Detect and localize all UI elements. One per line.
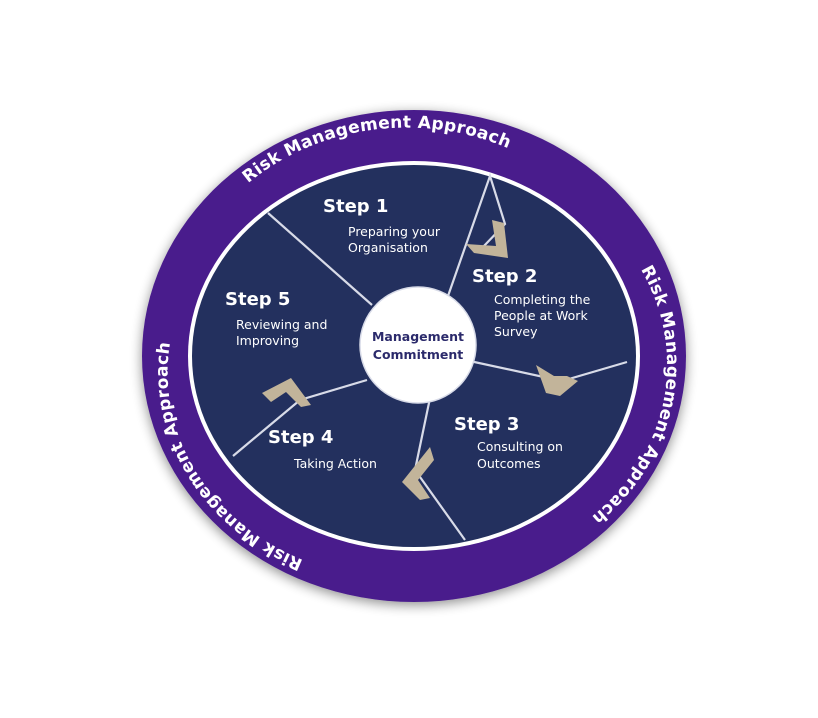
chevron-arrow-icon <box>262 378 311 407</box>
chevron-arrow-icon <box>402 447 434 500</box>
step-2-desc-line3: Survey <box>494 324 538 339</box>
step-1-title: Step 1 <box>323 196 388 217</box>
step-1-desc-line1: Preparing your <box>348 224 441 239</box>
step-5-desc-line1: Reviewing and <box>236 317 327 332</box>
step-2-desc-line1: Completing the <box>494 292 591 307</box>
step-5-title: Step 5 <box>225 289 290 310</box>
step-3-desc-line1: Consulting on <box>477 439 563 454</box>
center-circle <box>359 286 477 404</box>
divider-step1-step5 <box>267 212 373 306</box>
step-4-desc-line1: Taking Action <box>293 456 377 471</box>
chevron-arrow-icon <box>536 365 578 396</box>
center-line1: Management <box>372 329 464 344</box>
step-1: Step 1 Preparing your Organisation <box>323 196 441 255</box>
chevrons <box>262 220 578 500</box>
step-5: Step 5 Reviewing and Improving <box>225 289 327 348</box>
center-line2: Commitment <box>373 347 463 362</box>
divider-step1-step2 <box>446 172 507 297</box>
step-4-title: Step 4 <box>268 427 333 448</box>
step-2-title: Step 2 <box>472 266 537 287</box>
step-5-desc-line2: Improving <box>236 333 299 348</box>
step-3-desc-line2: Outcomes <box>477 456 541 471</box>
step-1-desc-line2: Organisation <box>348 240 428 255</box>
chevron-arrow-icon <box>466 220 508 258</box>
step-3: Step 3 Consulting on Outcomes <box>454 414 563 471</box>
step-2-desc-line2: People at Work <box>494 308 588 323</box>
step-3-title: Step 3 <box>454 414 519 435</box>
step-4: Step 4 Taking Action <box>268 427 377 471</box>
step-2: Step 2 Completing the People at Work Sur… <box>472 266 591 339</box>
